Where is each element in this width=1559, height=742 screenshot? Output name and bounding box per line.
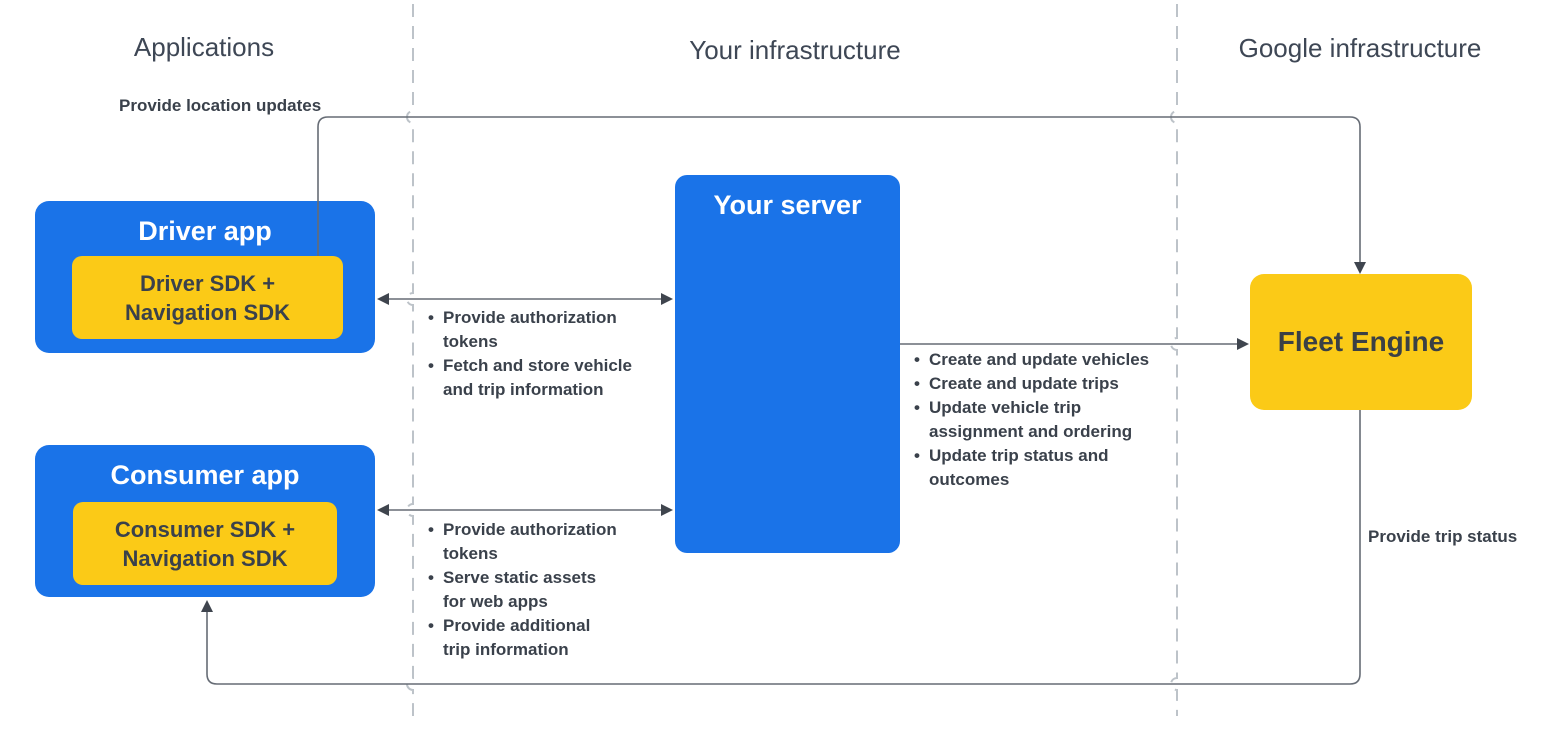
bullet-list-driver-to-server: Provide authorization tokens Fetch and s… (427, 306, 632, 402)
lane-title-your-infrastructure: Your infrastructure (689, 35, 901, 65)
arrowhead-consumer-left (377, 504, 389, 516)
driver-app-title: Driver app (138, 216, 272, 246)
arrowhead-fleet-top (1354, 262, 1366, 274)
driver-sdk-node: Driver SDK + Navigation SDK (72, 256, 343, 339)
consumer-sdk-label: Consumer SDK + Navigation SDK (114, 516, 296, 571)
consumer-app-title: Consumer app (110, 460, 300, 490)
list-item: Provide additional trip information (427, 614, 617, 662)
lane-divider-right (1170, 4, 1178, 716)
your-server-title: Your server (713, 190, 862, 220)
lane-divider-left (406, 4, 414, 716)
your-server-node: Your server (675, 175, 900, 553)
list-item: Provide authorization tokens (427, 306, 632, 354)
driver-sdk-label: Driver SDK + Navigation SDK (124, 270, 291, 325)
label-provide-trip-status: Provide trip status (1368, 527, 1518, 546)
fleet-engine-label: Fleet Engine (1277, 326, 1445, 357)
list-item: Create and update trips (913, 372, 1149, 396)
list-item: Create and update vehicles (913, 348, 1149, 372)
lane-title-google-infrastructure: Google infrastructure (1238, 33, 1482, 63)
list-item: Update vehicle trip assignment and order… (913, 396, 1149, 444)
arrowhead-fleet-left (1237, 338, 1249, 350)
fleet-engine-node: Fleet Engine (1250, 274, 1472, 410)
bullet-list-consumer-to-server: Provide authorization tokens Serve stati… (427, 518, 617, 662)
arrowhead-server-left-bottom (661, 504, 673, 516)
list-item: Fetch and store vehicle and trip informa… (427, 354, 632, 402)
lane-title-applications: Applications (133, 32, 275, 62)
bullet-list-server-to-fleet: Create and update vehicles Create and up… (913, 348, 1149, 492)
arrowhead-driver-left (377, 293, 389, 305)
list-item: Provide authorization tokens (427, 518, 617, 566)
arrowhead-consumer-bottom (201, 600, 213, 612)
consumer-sdk-node: Consumer SDK + Navigation SDK (73, 502, 337, 585)
list-item: Serve static assets for web apps (427, 566, 617, 614)
list-item: Update trip status and outcomes (913, 444, 1149, 492)
label-provide-location-updates: Provide location updates (119, 96, 322, 115)
arrowhead-server-left-top (661, 293, 673, 305)
